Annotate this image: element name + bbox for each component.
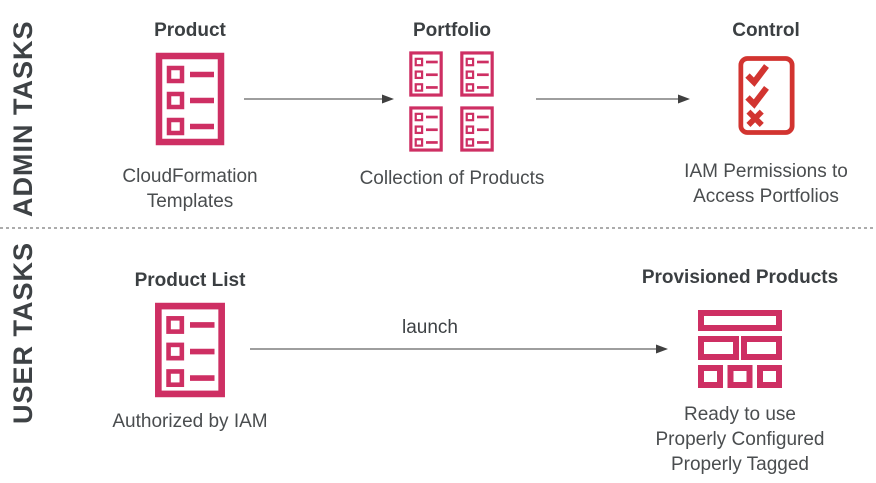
checklist-icon [738,54,795,137]
arrow-portfolio-to-control [536,94,690,104]
lane-divider [0,227,876,229]
admin-tasks-lane-label: ADMIN TASKS [8,20,38,218]
launch-arrow-label: launch [402,317,458,338]
control-title: Control [732,20,800,41]
mini-list-document-icon [407,51,445,97]
arrow-product-to-portfolio [244,94,394,104]
portfolio-grid-icon [407,51,496,152]
user-tasks-lane-label: USER TASKS [8,241,38,424]
provisioned-products-title: Provisioned Products [641,267,839,288]
mini-list-document-icon [458,51,496,97]
product-title: Product [154,20,226,41]
provisioned-blocks-icon [698,310,782,389]
arrow-launch [250,344,668,354]
product-caption: CloudFormation Templates [122,166,258,212]
list-document-icon [153,302,227,398]
portfolio-caption: Collection of Products [359,168,545,189]
product-list-caption: Authorized by IAM [112,411,268,432]
list-document-icon [155,52,225,146]
control-caption: IAM Permissions to Access Portfolios [684,161,848,207]
provisioned-products-caption: Ready to use Properly Configured Properl… [655,404,825,475]
mini-list-document-icon [407,106,445,152]
mini-list-document-icon [458,106,496,152]
portfolio-title: Portfolio [412,20,492,41]
product-list-title: Product List [134,270,246,291]
